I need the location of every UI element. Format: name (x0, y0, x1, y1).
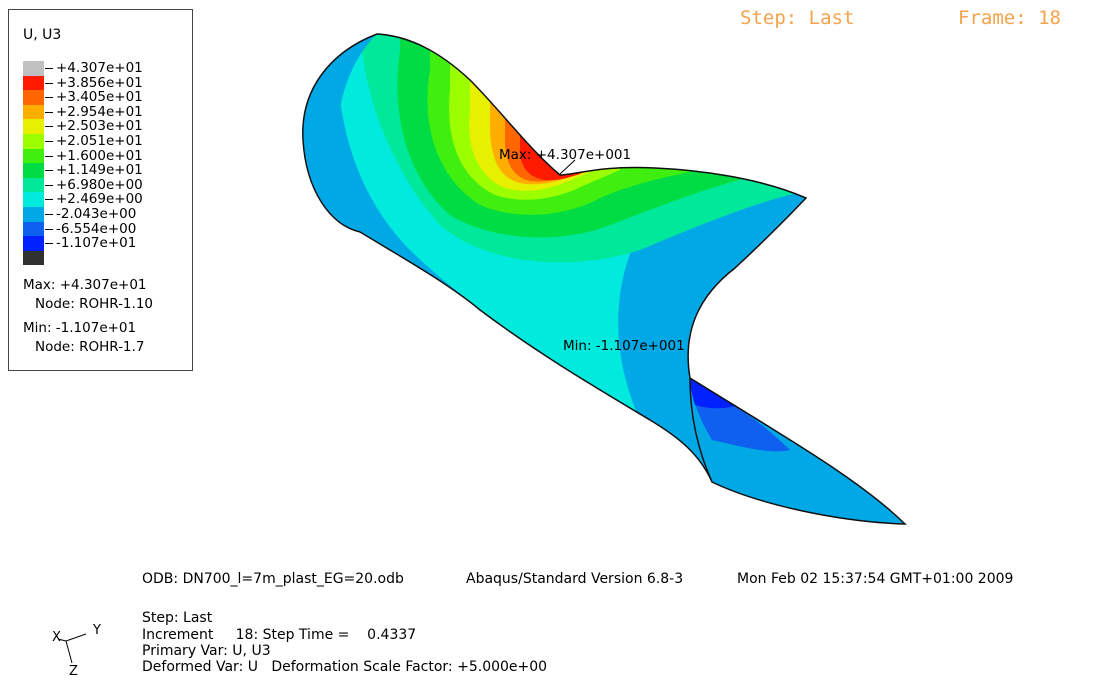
info-increment: Increment 18: Step Time = 0.4337 (142, 627, 417, 643)
legend-swatch (23, 236, 44, 251)
legend-label: -6.554e+00 (45, 221, 143, 237)
info-step: Step: Last (142, 610, 213, 626)
legend-title: U, U3 (23, 27, 62, 43)
legend-label: +2.954e+01 (45, 105, 143, 120)
odb-name: ODB: DN700_l=7m_plast_EG=20.odb (142, 571, 404, 587)
legend-min-node: Node: ROHR-1.7 (35, 339, 145, 355)
legend-label: +6.980e+00 (45, 178, 143, 193)
legend-min-value: Min: -1.107e+01 (23, 320, 137, 336)
info-primary-var: Primary Var: U, U3 (142, 643, 271, 659)
legend-max-node: Node: ROHR-1.10 (35, 296, 153, 312)
legend-label: +3.405e+01 (45, 90, 143, 105)
max-annotation: Max: +4.307e+001 (499, 147, 632, 163)
min-annotation: Min: -1.107e+001 (563, 338, 685, 354)
triad-x-label: X (52, 630, 61, 645)
legend-swatch (23, 148, 44, 164)
shell-end-edge (689, 377, 713, 483)
legend-color-bar (23, 61, 44, 266)
legend-label: -2.043e+00 (45, 207, 143, 222)
legend-label: +2.503e+01 (45, 119, 143, 134)
legend-label: +1.600e+01 (45, 148, 143, 164)
legend-label: +2.051e+01 (45, 134, 143, 149)
max-leader-line (559, 159, 576, 175)
legend-swatch (23, 250, 44, 266)
legend-label: -1.107e+01 (45, 236, 143, 251)
legend-swatch (23, 90, 44, 105)
legend-swatch (23, 75, 44, 91)
legend-label: +1.149e+01 (45, 163, 143, 178)
triad-z-label: Z (69, 664, 78, 679)
info-deformed-var: Deformed Var: U Deformation Scale Factor… (142, 659, 548, 675)
legend-swatch (23, 177, 44, 193)
step-indicator: Step: Last (740, 7, 855, 29)
legend-swatch (23, 133, 44, 149)
contour-legend[interactable]: U, U3 +4.307e+01+3.856e+01+3.405e+01+2.9… (8, 9, 193, 371)
legend-swatch (23, 206, 44, 222)
legend-swatch (23, 119, 44, 134)
legend-swatch (23, 61, 44, 76)
triad-y-label: Y (93, 623, 101, 638)
legend-swatch (23, 221, 44, 237)
frame-indicator: Frame: 18 (958, 7, 1061, 29)
legend-label: +3.856e+01 (45, 75, 143, 91)
legend-label: +2.469e+00 (45, 192, 143, 207)
shell-outline (302, 33, 907, 525)
legend-labels: +4.307e+01+3.856e+01+3.405e+01+2.954e+01… (45, 61, 143, 251)
legend-swatch (23, 104, 44, 120)
legend-swatch (23, 192, 44, 207)
legend-max-value: Max: +4.307e+01 (23, 277, 147, 293)
legend-swatch (23, 163, 44, 178)
solver-version: Abaqus/Standard Version 6.8-3 (466, 571, 684, 587)
run-date: Mon Feb 02 15:37:54 GMT+01:00 2009 (737, 571, 1014, 587)
legend-label: +4.307e+01 (45, 61, 143, 76)
axis-triad-icon (57, 633, 87, 664)
